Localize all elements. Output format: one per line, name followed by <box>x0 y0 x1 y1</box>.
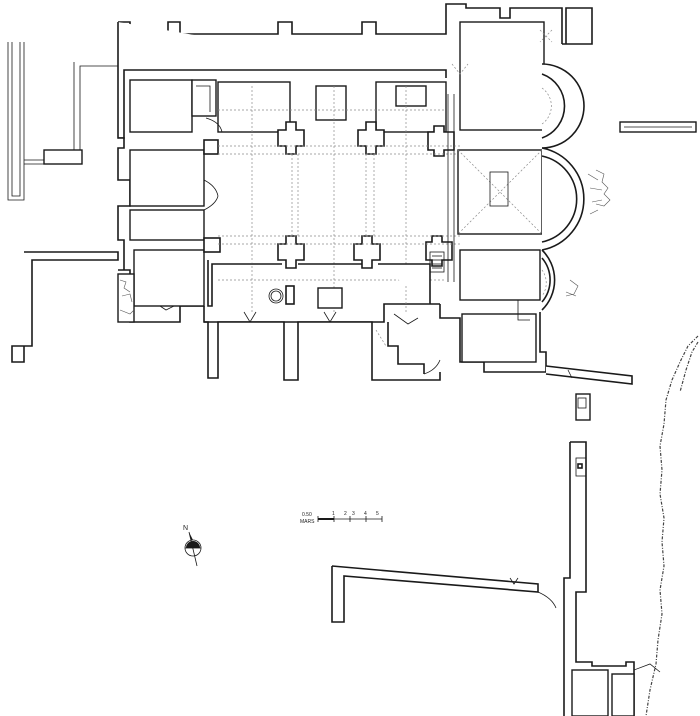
southwest-corner-masonry <box>117 273 175 323</box>
nave-piers <box>203 121 455 269</box>
apses <box>541 63 585 311</box>
scale-tick-3: 3 <box>352 511 355 517</box>
north-letter: N <box>183 525 188 532</box>
north-arrow-icon: N <box>183 525 202 567</box>
ruined-boundary-wall <box>645 335 699 716</box>
scale-tick-1: 1 <box>332 511 335 517</box>
scale-bar-label: 0.50 <box>302 512 312 518</box>
scale-bar-filled-segment <box>318 518 334 520</box>
scale-tick-4: 4 <box>364 511 367 517</box>
southeast-rooms <box>375 300 633 385</box>
southwest-enclosure-wall <box>11 251 119 363</box>
north-chapels <box>129 79 447 133</box>
scale-tick-2: 2 <box>344 511 347 517</box>
altar <box>489 171 509 207</box>
scale-bar-unit: MARS <box>300 519 315 525</box>
scale-tick-5: 5 <box>376 511 379 517</box>
east-fragment <box>619 121 697 133</box>
west-enclosure-wall <box>7 42 118 201</box>
narthex-rooms <box>129 117 223 307</box>
south-aisle <box>207 251 445 323</box>
sanctuary <box>447 21 553 301</box>
apse-masonry <box>565 169 611 297</box>
south-compound <box>331 393 661 716</box>
scale-bar: 0.50 MARS 1 2 3 4 5 <box>300 511 383 525</box>
